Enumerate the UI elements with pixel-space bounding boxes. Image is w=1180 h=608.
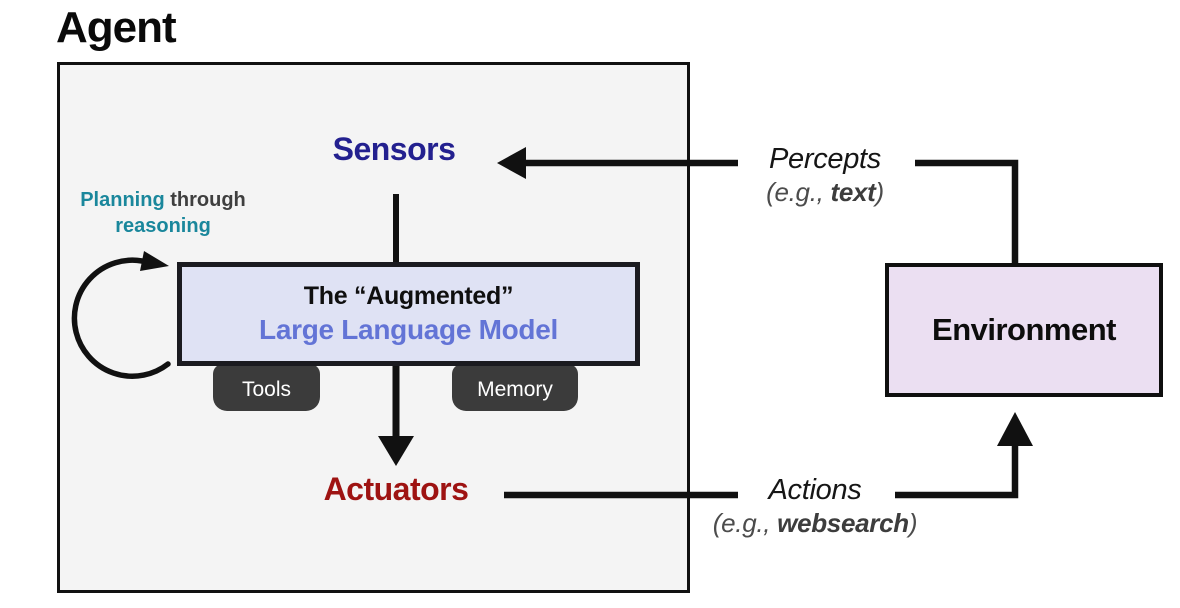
through-word: through [164, 189, 246, 211]
reasoning-word: reasoning [115, 215, 211, 237]
planning-through-reasoning-label: Planning through reasoning [63, 187, 263, 239]
actuators-label: Actuators [323, 471, 469, 507]
actions-eg-open: (e.g., [712, 508, 778, 538]
planning-word: Planning [80, 189, 165, 211]
actions-word: Actions [768, 474, 862, 506]
actions-arrowhead-icon [997, 412, 1033, 446]
percepts-example: (e.g., text) [715, 176, 935, 208]
sensors-label: Sensors [332, 131, 456, 167]
actions-example: (e.g., websearch) [680, 507, 950, 539]
tools-tab: Tools [213, 364, 320, 411]
percepts-eg-open: (e.g., [766, 177, 831, 207]
tools-tab-label: Tools [241, 377, 292, 401]
memory-tab: Memory [452, 364, 578, 411]
percepts-eg-bold: text [830, 177, 876, 207]
percepts-word: Percepts [768, 143, 882, 175]
augmented-llm-box: The “Augmented” Large Language Model [177, 262, 640, 366]
actions-label: Actions (e.g., websearch) [680, 473, 950, 539]
planning-line1: Planning through [63, 187, 263, 213]
memory-tab-label: Memory [477, 377, 553, 401]
actions-eg-bold: websearch [777, 508, 909, 538]
environment-label: Environment [932, 312, 1116, 347]
diagram-title: Agent [56, 3, 177, 52]
environment-box: Environment [885, 263, 1163, 397]
percepts-label: Percepts (e.g., text) [715, 142, 935, 208]
llm-box-line1: The “Augmented” [303, 282, 514, 310]
percepts-eg-close: ) [875, 177, 885, 207]
llm-box-line2: Large Language Model [259, 314, 558, 345]
actions-eg-close: ) [908, 508, 918, 538]
